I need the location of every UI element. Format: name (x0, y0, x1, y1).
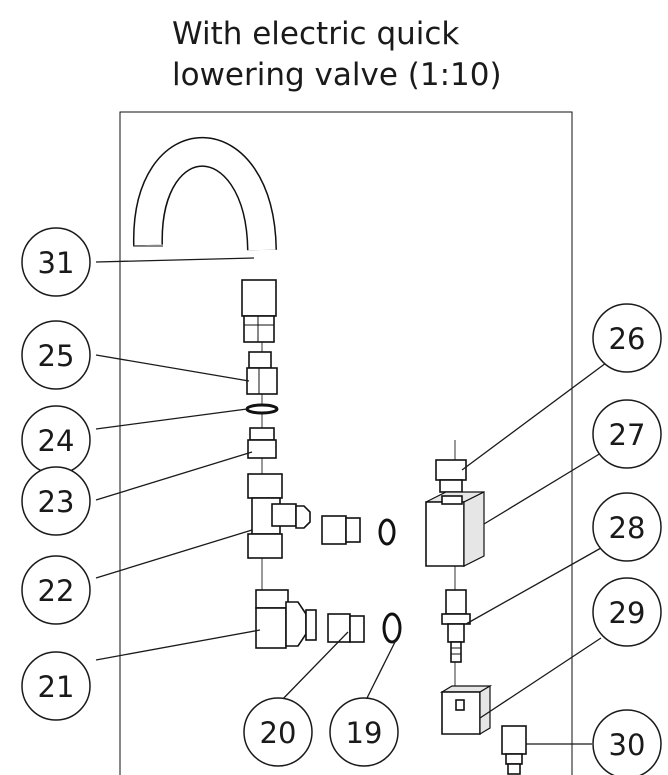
balloon-19: 19 (329, 697, 399, 767)
balloon-23-label: 23 (38, 485, 75, 519)
leader-22 (95, 529, 253, 579)
balloon-25-label: 25 (38, 339, 75, 373)
balloon-20: 20 (243, 697, 313, 767)
part-31-hose (132, 136, 277, 343)
balloon-28-label: 28 (609, 511, 646, 545)
leader-27 (483, 452, 602, 525)
balloon-30: 30 (592, 709, 662, 775)
part-30-connector-plug (501, 725, 527, 775)
part-26-nipple (435, 459, 467, 493)
part-22-tee-fitting (247, 473, 311, 559)
part-27-valve-block (425, 491, 485, 567)
part-19-seal-ring (382, 612, 402, 644)
balloon-28: 28 (592, 492, 662, 562)
leader-23 (95, 451, 253, 501)
balloon-22-label: 22 (38, 574, 75, 608)
balloon-31-label: 31 (38, 246, 75, 280)
diagram-title-line-1: With electric quick (172, 16, 459, 52)
part-28-cartridge (441, 589, 471, 663)
balloon-20-label: 20 (260, 716, 297, 750)
balloon-25: 25 (21, 320, 91, 390)
balloon-27: 27 (592, 399, 662, 469)
leader-21 (95, 629, 261, 661)
balloon-21-label: 21 (38, 670, 75, 704)
balloon-19-label: 19 (346, 716, 383, 750)
part-21-elbow-fitting (255, 589, 317, 649)
leader-31 (95, 257, 255, 263)
leader-26 (461, 359, 611, 471)
leader-20 (277, 631, 349, 705)
balloon-21: 21 (21, 651, 91, 721)
diagram-title-line-2: lowering valve (1:10) (172, 57, 502, 93)
part-25-adapter (246, 351, 278, 395)
balloon-22: 22 (21, 555, 91, 625)
leader-29 (479, 637, 602, 719)
part-24-seal-ring (245, 403, 279, 415)
part-29-solenoid-coil (439, 684, 493, 736)
balloon-31: 31 (21, 227, 91, 297)
part-straight-union-upper (321, 515, 361, 545)
leader-24 (95, 408, 248, 430)
balloon-24: 24 (21, 405, 91, 475)
part-23-nipple (247, 427, 277, 459)
seal-ring-upper (378, 518, 396, 546)
balloon-29-label: 29 (609, 596, 646, 630)
balloon-30-label: 30 (609, 728, 646, 762)
balloon-24-label: 24 (38, 424, 75, 458)
part-20-union (327, 613, 365, 643)
leader-25 (95, 354, 250, 382)
balloon-29: 29 (592, 577, 662, 647)
leader-28 (465, 547, 602, 625)
leader-19 (363, 639, 397, 705)
drawing-frame (119, 111, 573, 775)
balloon-27-label: 27 (609, 418, 646, 452)
balloon-26: 26 (592, 303, 662, 373)
balloon-23: 23 (21, 466, 91, 536)
balloon-26-label: 26 (609, 322, 646, 356)
